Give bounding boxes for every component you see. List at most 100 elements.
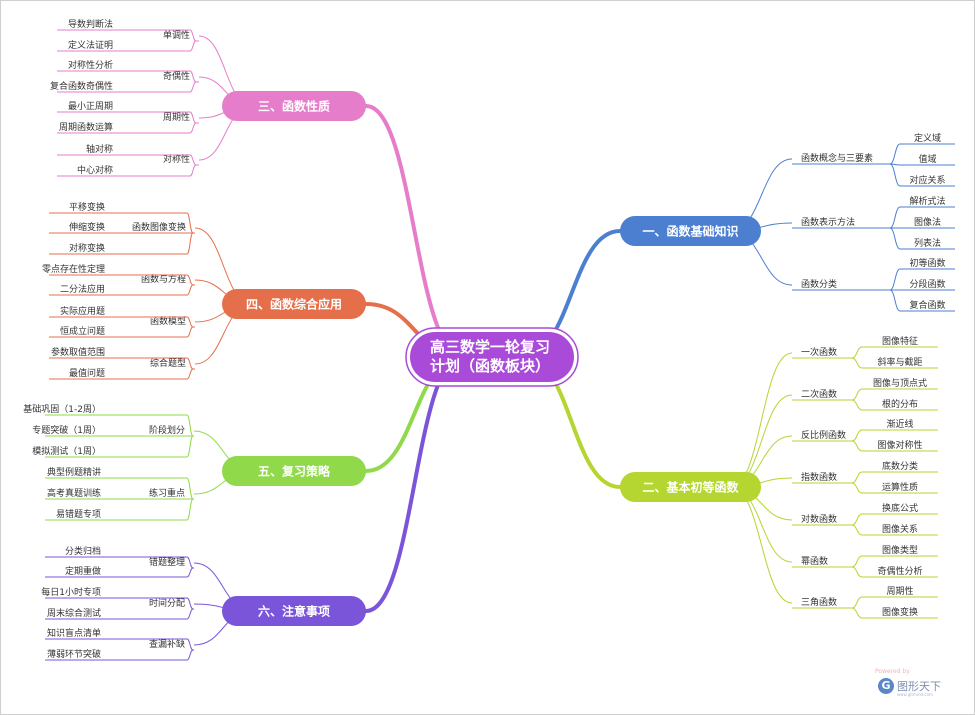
leaf-node[interactable]: 零点存在性定理	[42, 263, 187, 276]
sub-topic-node[interactable]: 函数分类	[792, 278, 890, 291]
leaf-node[interactable]: 复合函数奇偶性	[50, 80, 190, 93]
leaf-node[interactable]: 恒成立问题	[49, 325, 187, 338]
main-topic-node[interactable]: 三、函数性质	[222, 91, 366, 121]
sub-topic-node[interactable]: 时间分配	[149, 597, 194, 610]
central-topic-line: 计划（函数板块）	[430, 357, 550, 375]
sub-topic-node[interactable]: 奇偶性	[163, 70, 199, 83]
leaf-node[interactable]: 值域	[900, 153, 955, 166]
leaf-node[interactable]: 定义域	[900, 132, 955, 145]
leaf-node[interactable]: 二分法应用	[49, 283, 187, 296]
leaf-connector	[186, 649, 194, 661]
leaf-node[interactable]: 每日1小时专项	[41, 586, 187, 599]
leaf-node[interactable]: 图像法	[900, 216, 955, 229]
leaf-connector	[189, 40, 197, 52]
leaf-node[interactable]: 对应关系	[900, 174, 955, 187]
sub-topic-node[interactable]: 周期性	[163, 111, 199, 124]
leaf-node[interactable]: 典型例题精讲	[45, 466, 187, 479]
leaf-node[interactable]: 运算性质	[862, 481, 938, 494]
leaf-node[interactable]: 导数判断法	[57, 18, 190, 31]
leaf-node[interactable]: 对称变换	[49, 242, 187, 255]
sub-topic-node[interactable]: 函数模型	[150, 315, 195, 328]
leaf-node[interactable]: 解析式法	[900, 195, 955, 208]
leaf-label: 伸缩变换	[69, 221, 105, 233]
leaf-connector	[851, 399, 863, 411]
leaf-node[interactable]: 图像与顶点式	[862, 377, 938, 390]
leaf-node[interactable]: 图像关系	[862, 523, 938, 536]
leaf-node[interactable]: 实际应用题	[49, 305, 187, 318]
main-topic-node[interactable]: 二、基本初等函数	[620, 472, 761, 502]
leaf-node[interactable]: 薄弱环节突破	[45, 648, 187, 661]
sub-topic-node[interactable]: 指数函数	[792, 471, 852, 484]
leaf-node[interactable]: 轴对称	[57, 143, 190, 156]
leaf-node[interactable]: 周期性	[862, 585, 938, 598]
leaf-node[interactable]: 初等函数	[900, 257, 955, 270]
sub-topic-node[interactable]: 一次函数	[792, 346, 852, 359]
main-topic-node[interactable]: 四、函数综合应用	[222, 289, 366, 319]
leaf-node[interactable]: 渐近线	[862, 418, 938, 431]
leaf-node[interactable]: 最值问题	[49, 367, 187, 380]
leaf-node[interactable]: 定期重做	[45, 565, 187, 578]
leaf-node[interactable]: 对称性分析	[57, 59, 190, 72]
leaf-node[interactable]: 知识盲点清单	[45, 627, 187, 640]
leaf-label: 对称变换	[69, 242, 105, 254]
leaf-connector	[186, 597, 194, 610]
leaf-node[interactable]: 周期函数运算	[57, 121, 190, 134]
leaf-connector	[889, 268, 901, 291]
sub-topic-node[interactable]: 练习重点	[149, 487, 194, 500]
leaf-node[interactable]: 复合函数	[900, 299, 955, 312]
leaf-node[interactable]: 图像类型	[862, 544, 938, 557]
sub-topic-node[interactable]: 反比例函数	[792, 429, 852, 442]
leaf-node[interactable]: 换底公式	[862, 502, 938, 515]
leaf-node[interactable]: 图像对称性	[862, 439, 938, 452]
leaf-node[interactable]: 平移变换	[49, 201, 187, 214]
leaf-node[interactable]: 周末综合测试	[45, 607, 187, 620]
leaf-node[interactable]: 图像特征	[862, 335, 938, 348]
leaf-node[interactable]: 底数分类	[862, 460, 938, 473]
leaf-node[interactable]: 斜率与截距	[862, 356, 938, 369]
main-topic-node[interactable]: 六、注意事项	[222, 596, 366, 626]
sub-topic-node[interactable]: 查漏补缺	[149, 638, 194, 651]
leaf-node[interactable]: 伸缩变换	[49, 221, 187, 234]
sub-topic-node[interactable]: 函数表示方法	[792, 216, 890, 229]
leaf-node[interactable]: 高考真题训练	[45, 487, 187, 500]
sub-topic-node[interactable]: 函数图像变换	[132, 221, 195, 234]
sub-topic-node[interactable]: 三角函数	[792, 596, 852, 609]
leaf-node[interactable]: 基础巩固（1-2周）	[23, 403, 187, 416]
sub-topic-node[interactable]: 幂函数	[792, 555, 852, 568]
main-topic-box	[222, 289, 366, 319]
leaf-node[interactable]: 参数取值范围	[49, 346, 187, 359]
sub-topic-node[interactable]: 对数函数	[792, 513, 852, 526]
leaf-connector	[851, 566, 863, 578]
sub-topic-node[interactable]: 二次函数	[792, 388, 852, 401]
leaf-node[interactable]: 最小正周期	[57, 101, 190, 113]
leaf-node[interactable]: 分段函数	[900, 278, 955, 291]
leaf-connector	[186, 477, 194, 500]
leaf-label: 轴对称	[86, 143, 113, 155]
leaf-connector	[851, 471, 863, 484]
sub-topic-node[interactable]: 综合题型	[150, 357, 195, 370]
leaf-node[interactable]: 易错题专项	[45, 508, 187, 521]
main-topic-node[interactable]: 一、函数基础知识	[620, 216, 761, 246]
sub-topic-node[interactable]: 错题整理	[149, 556, 194, 569]
sub-topic-node[interactable]: 对称性	[163, 153, 199, 166]
central-topic-box	[410, 332, 574, 382]
leaf-node[interactable]: 定义法证明	[57, 39, 190, 52]
sub-topic-node[interactable]: 单调性	[163, 29, 199, 42]
sub-topic-node[interactable]: 函数与方程	[141, 273, 195, 286]
leaf-connector	[186, 608, 194, 620]
leaf-node[interactable]: 专题突破（1周）	[32, 424, 187, 437]
leaf-node[interactable]: 分类归档	[45, 545, 187, 558]
leaf-node[interactable]: 列表法	[900, 237, 955, 250]
sub-topic-node[interactable]: 阶段划分	[149, 424, 194, 437]
leaf-node[interactable]: 根的分布	[862, 398, 938, 411]
leaf-connector	[851, 388, 863, 401]
leaf-node[interactable]: 图像变换	[862, 606, 938, 619]
leaf-node[interactable]: 模拟测试（1周）	[32, 445, 187, 458]
leaf-node[interactable]: 奇偶性分析	[862, 565, 938, 578]
leaf-label: 列表法	[914, 237, 941, 249]
leaf-node[interactable]: 中心对称	[57, 164, 190, 177]
leaf-connector	[186, 498, 194, 521]
sub-topic-node[interactable]: 函数概念与三要素	[792, 152, 890, 165]
main-topic-node[interactable]: 五、复习策略	[222, 456, 366, 486]
